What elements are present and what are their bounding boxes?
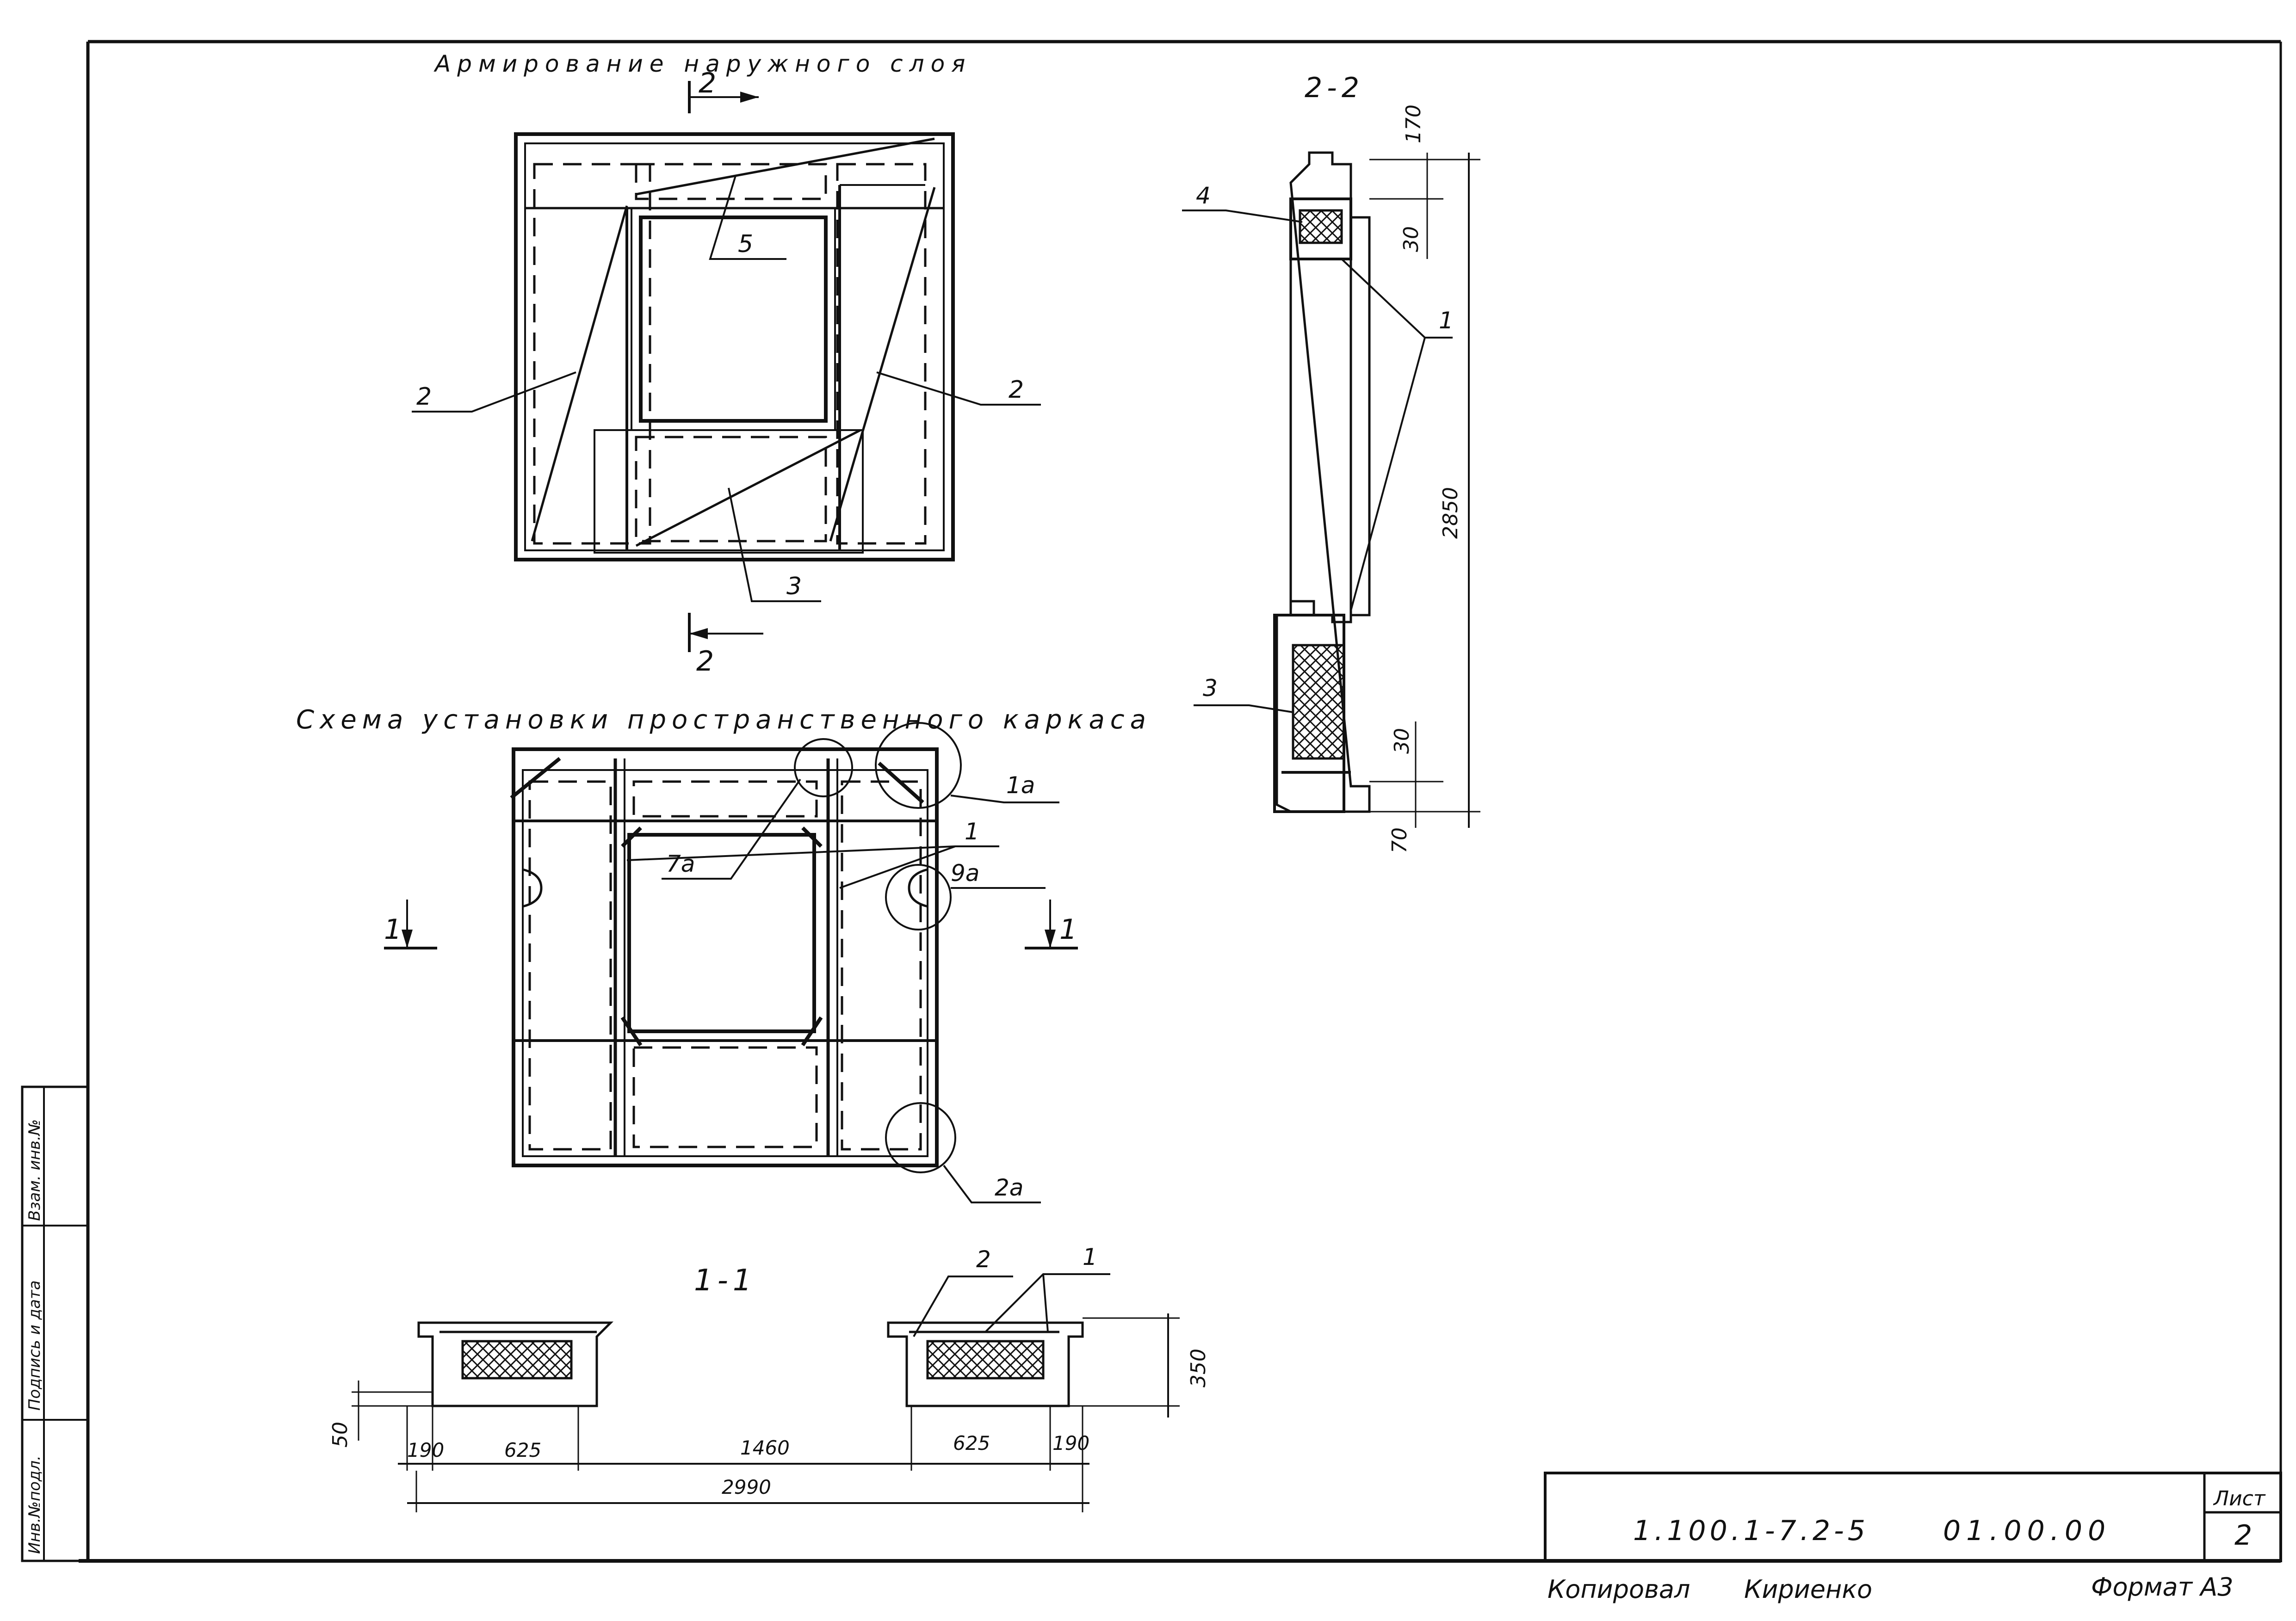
section-2-2-view: 2-2 170 30 2850 30 70 4 1 3	[1182, 72, 1480, 853]
section-1-1-dim-1460: 1460	[740, 1436, 790, 1459]
footer-copied-label: Копировал	[1547, 1575, 1690, 1604]
section-1-1-dim-2990: 2990	[722, 1476, 771, 1498]
frame-callout-9a: 9а	[951, 860, 979, 887]
footer: Копировал Кириенко Формат А3	[1547, 1572, 2234, 1604]
footer-copied-name: Кириенко	[1744, 1575, 1872, 1604]
section-1-1-callout-1: 1	[1083, 1244, 1097, 1270]
section-2-2-dim-70: 70	[1388, 827, 1411, 853]
title-block-code: 01.00.00	[1943, 1515, 2111, 1547]
outer-callout-5: 5	[738, 230, 753, 258]
frame-callout-2a: 2а	[995, 1174, 1023, 1201]
frame-scheme-title: Схема установки пространственного каркас…	[296, 705, 1151, 735]
outer-callout-3: 3	[786, 573, 802, 600]
section-1-1-dim-50: 50	[328, 1422, 352, 1448]
frame-callout-7a: 7а	[666, 851, 695, 877]
stamp-replace-label: Взам. инв.№	[25, 1119, 44, 1221]
section-2-2-dim-30-top: 30	[1399, 226, 1423, 252]
section-1-1-dim-190-left: 190	[407, 1439, 444, 1461]
section-2-2-dim-2850: 2850	[1439, 487, 1462, 539]
side-stamp: Инв.№подл. Подпись и дата Взам. инв.№	[21, 1085, 89, 1562]
section-1-1-dim-190-right: 190	[1052, 1432, 1089, 1455]
section-2-2-title: 2-2	[1305, 72, 1364, 104]
section-1-1-dim-625-left: 625	[504, 1439, 541, 1461]
section-2-2-callout-4: 4	[1196, 182, 1211, 209]
outer-callout-2-right: 2	[1009, 376, 1024, 404]
outer-section-mark-bottom: 2	[696, 645, 714, 678]
title-block: 1.100.1-7.2-5 01.00.00 Лист 2	[1544, 1472, 2282, 1562]
frame-scheme-view: Схема установки пространственного каркас…	[296, 705, 1151, 1203]
frame-callout-1: 1	[965, 818, 979, 845]
frame-callout-1a: 1а	[1006, 772, 1035, 799]
outer-section-mark-top: 2	[699, 67, 716, 99]
title-block-designation: 1.100.1-7.2-5	[1633, 1515, 1869, 1547]
frame-section-mark-right: 1	[1059, 913, 1077, 946]
section-2-2-callout-1: 1	[1439, 307, 1454, 334]
sheet-frame	[79, 40, 2282, 1563]
section-1-1-view: 1-1 350 50 190 625 1460 625 190 29	[328, 1244, 1210, 1512]
section-1-1-callout-2: 2	[976, 1246, 991, 1273]
stamp-inv-label: Инв.№подл.	[25, 1455, 44, 1554]
outer-layer-title: Армирование наружного слоя	[433, 50, 972, 77]
stamp-sign-label: Подпись и дата	[25, 1280, 44, 1411]
footer-format: Формат А3	[2091, 1572, 2234, 1602]
section-2-2-callout-3: 3	[1203, 675, 1218, 702]
section-1-1-title: 1-1	[694, 1264, 756, 1298]
section-1-1-dim-625-right: 625	[953, 1432, 990, 1455]
section-2-2-dim-170: 170	[1402, 105, 1425, 143]
frame-section-mark-left: 1	[384, 913, 402, 946]
section-1-1-dim-350: 350	[1187, 1349, 1210, 1387]
title-block-sheet-label: Лист	[2213, 1487, 2266, 1510]
section-2-2-dim-30-bottom: 30	[1390, 728, 1414, 754]
outer-callout-2-left: 2	[416, 383, 432, 411]
title-block-sheet-number: 2	[2234, 1519, 2252, 1552]
outer-layer-view: Армирование наружного слоя 2 2	[412, 50, 1041, 678]
